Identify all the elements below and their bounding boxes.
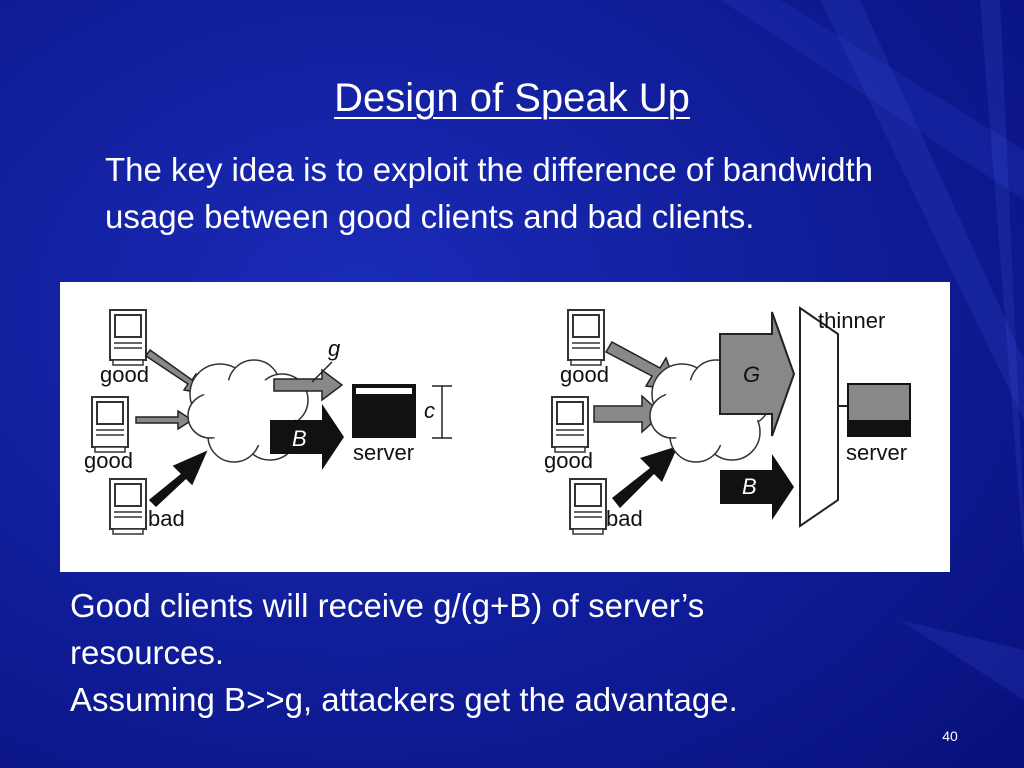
thinner-label: thinner <box>818 308 885 333</box>
computer-icon <box>567 309 605 366</box>
computer-icon <box>551 396 589 453</box>
server-label: server <box>353 440 414 465</box>
bad-traffic-label: B <box>742 474 757 499</box>
server-label: server <box>846 440 907 465</box>
computer-icon <box>569 478 607 535</box>
speakup-diagram: good good bad g <box>60 282 950 572</box>
arrow-icon <box>148 450 208 508</box>
client-label-good-1: good <box>100 362 149 387</box>
thinner-icon <box>799 306 839 528</box>
capacity-bracket <box>432 385 452 439</box>
client-label-bad: bad <box>606 506 643 531</box>
left-diagram: good good bad g <box>84 309 452 535</box>
arrow-icon <box>719 311 796 437</box>
computer-icon <box>91 396 129 453</box>
conclusion-text: Good clients will receive g/(g+B) of ser… <box>70 582 970 723</box>
bad-traffic-label: B <box>292 426 307 451</box>
arrow-icon <box>720 454 794 520</box>
conclusion-line-2: resources. <box>70 634 225 671</box>
capacity-label: c <box>424 398 435 423</box>
client-label-good-1: good <box>560 362 609 387</box>
intro-text: The key idea is to exploit the differenc… <box>105 151 874 235</box>
client-label-good-2: good <box>544 448 593 473</box>
arrow-icon <box>135 409 194 431</box>
label-pointer <box>311 361 333 383</box>
client-label-bad: bad <box>148 506 185 531</box>
slide-title: Design of Speak Up <box>334 76 690 120</box>
arrow-icon <box>270 404 344 470</box>
right-diagram: good good bad G <box>544 306 911 535</box>
computer-icon <box>109 309 147 366</box>
server-icon <box>847 383 911 437</box>
client-label-good-2: good <box>84 448 133 473</box>
page-number: 40 <box>942 728 958 744</box>
arrow-icon <box>273 368 344 402</box>
conclusion-line-3: Assuming B>>g, attackers get the advanta… <box>70 681 738 718</box>
good-traffic-label: G <box>743 362 760 387</box>
computer-icon <box>109 478 147 535</box>
server-icon <box>352 384 416 438</box>
arrow-icon <box>612 446 678 508</box>
good-traffic-label: g <box>328 336 341 361</box>
conclusion-line-1: Good clients will receive g/(g+B) of ser… <box>70 587 705 624</box>
